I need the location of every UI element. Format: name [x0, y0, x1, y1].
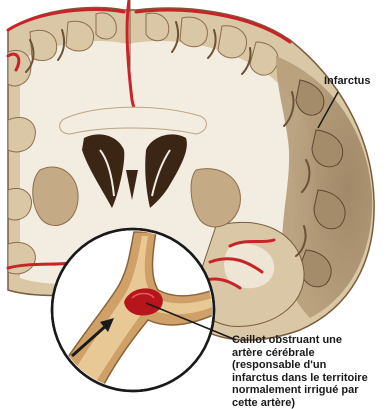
infarctus-label: Infarctus — [324, 75, 370, 87]
clot-label-line: cette artère) — [232, 397, 384, 409]
clot-label-line: artère cérébrale — [232, 347, 384, 360]
clot-label-line: (responsable d'un — [232, 359, 384, 372]
clot-label-line: infarctus dans le territoire — [232, 372, 384, 385]
clot-label: Caillot obstruant une artère cérébrale (… — [232, 334, 384, 409]
clot-label-line: Caillot obstruant une — [232, 334, 384, 347]
clot-label-line: normalement irrigué par — [232, 384, 384, 397]
